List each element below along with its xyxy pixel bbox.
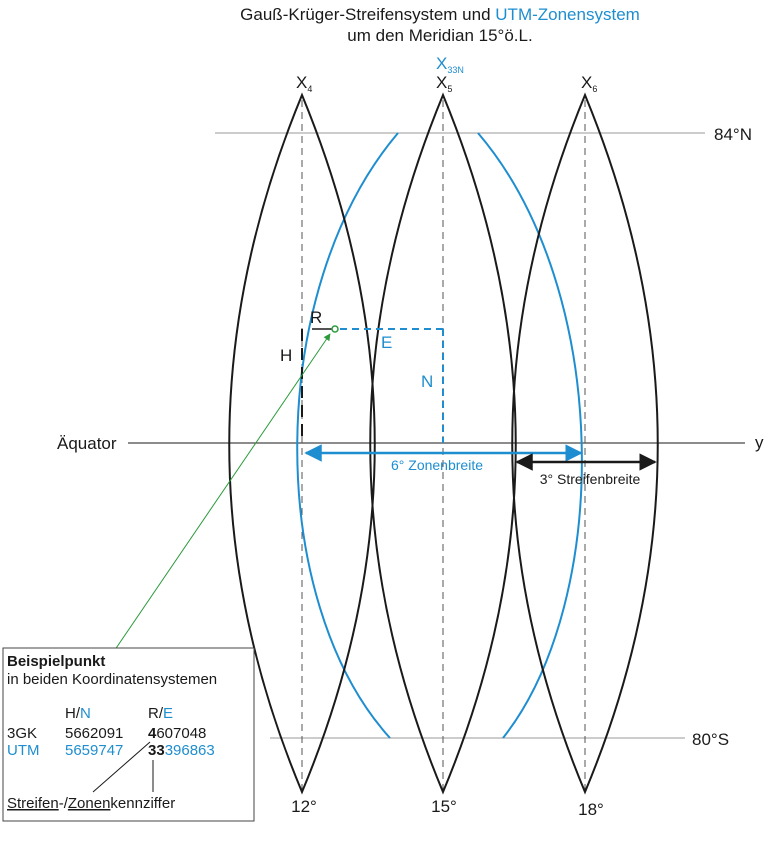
legend-col-h-header: H/N [65, 705, 91, 722]
title-black-part: Gauß-Krüger-Streifensystem und [240, 5, 495, 24]
legend-row-utm-n: 5659747 [65, 742, 123, 759]
meridian-15-label: 15° [431, 797, 457, 816]
legend-footer: Streifen-/Zonenkennziffer [7, 795, 175, 812]
x33n-axis-label: X33N [436, 54, 464, 75]
meridian-12-label: 12° [291, 797, 317, 816]
gk-strip-4-lens [228, 92, 376, 795]
title-blue-part: UTM-Zonensystem [495, 5, 640, 24]
example-point-leader-line [107, 333, 331, 661]
easting-label: E [381, 333, 392, 352]
x5-axis-label: X5 [436, 73, 452, 94]
legend-row-3gk-r: 4607048 [148, 725, 206, 742]
x6-axis-label: X6 [581, 73, 597, 94]
strip-width-label: 3° Streifenbreite [540, 471, 641, 487]
hochwert-label: H [280, 346, 292, 365]
equator-label: Äquator [57, 434, 117, 453]
rechtswert-label: R [310, 308, 322, 327]
legend-col-r-header: R/E [148, 705, 173, 722]
y-axis-label: y [755, 433, 764, 452]
utm-zone-boundary-right [477, 132, 583, 739]
northing-label: N [421, 372, 433, 391]
legend-row-3gk-name: 3GK [7, 725, 37, 742]
legend-row-3gk-h: 5662091 [65, 725, 123, 742]
legend-title: Beispielpunkt [7, 653, 105, 670]
legend-row-utm-e: 33396863 [148, 742, 215, 759]
legend-box [2, 647, 255, 822]
meridian-18-label: 18° [578, 800, 604, 819]
legend-subtitle: in beiden Koordinatensystemen [7, 671, 217, 688]
strip-code-pointer [92, 741, 151, 793]
diagram-subtitle: um den Meridian 15°ö.L. [347, 26, 532, 45]
latitude-84n-label: 84°N [714, 125, 752, 144]
example-point-marker [331, 325, 339, 333]
gk-strip-6-lens [511, 92, 659, 795]
utm-zone-boundary-left [296, 132, 399, 739]
gk-strip-5-lens [369, 92, 517, 795]
x4-axis-label: X4 [296, 73, 312, 94]
zone-width-label: 6° Zonenbreite [391, 457, 483, 473]
legend-row-utm-name: UTM [7, 742, 40, 759]
latitude-80s-label: 80°S [692, 730, 729, 749]
diagram-title: Gauß-Krüger-Streifensystem und UTM-Zonen… [240, 5, 640, 24]
